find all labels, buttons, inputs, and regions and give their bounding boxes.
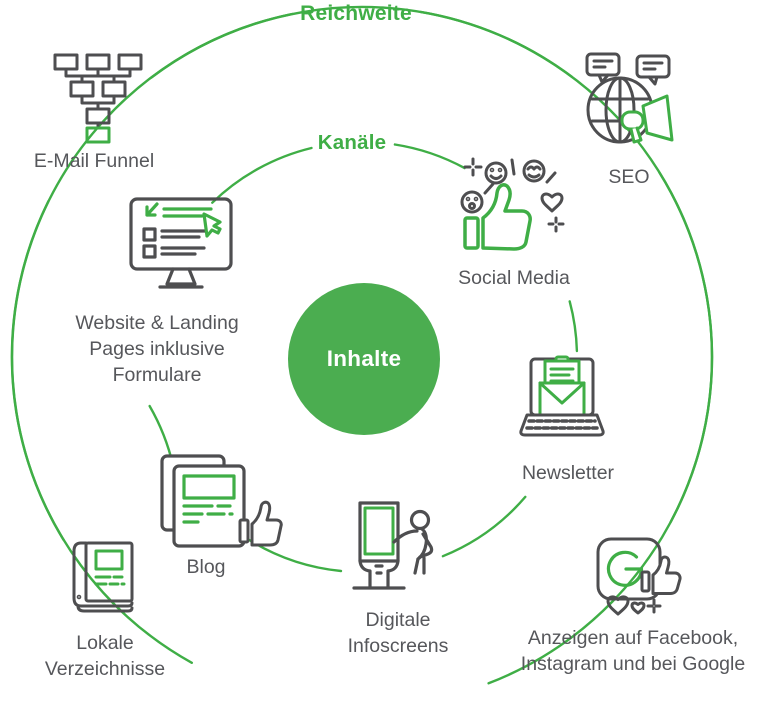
social-media-label: Social Media bbox=[458, 267, 570, 289]
directory-book-icon bbox=[70, 540, 142, 618]
blog-label: Blog bbox=[186, 556, 226, 578]
outer-arc-top-left bbox=[150, 12, 294, 79]
seo-label: SEO bbox=[608, 166, 650, 188]
outer-ring-title: Reichweite bbox=[300, 2, 412, 25]
globe-megaphone-icon bbox=[575, 50, 683, 150]
digitale-infoscreens-label: Digitale Infoscreens bbox=[347, 609, 449, 657]
center-inhalte-circle: Inhalte bbox=[288, 283, 440, 435]
funnel-flowchart-icon bbox=[52, 52, 144, 144]
outer-arc-top-right bbox=[419, 10, 573, 78]
lokale-verzeichnisse-label: Lokale Verzeichnisse bbox=[44, 632, 166, 680]
email-funnel-label: E-Mail Funnel bbox=[33, 150, 155, 172]
inner-arc-top-left bbox=[211, 146, 313, 204]
center-label: Inhalte bbox=[326, 346, 402, 371]
laptop-envelope-icon bbox=[514, 355, 610, 449]
outer-arc-left bbox=[10, 200, 65, 542]
anzeigen-label: Anzeigen auf Facebook, Instagram und bei… bbox=[520, 627, 746, 675]
website-label: Website & Landing Pages inklusive Formul… bbox=[75, 312, 239, 386]
google-ads-reactions-icon bbox=[590, 536, 686, 618]
newsletter-label: Newsletter bbox=[521, 462, 615, 484]
inner-arc-bottom-right bbox=[441, 495, 527, 558]
thumbs-up-reactions-icon bbox=[455, 156, 570, 266]
inner-arc-right bbox=[568, 300, 579, 353]
kiosk-person-icon bbox=[336, 500, 448, 604]
inner-arc-top-right bbox=[393, 143, 466, 170]
inner-ring-title: Kanäle bbox=[317, 131, 387, 154]
monitor-checklist-icon bbox=[116, 196, 246, 304]
documents-thumbs-up-icon bbox=[156, 452, 288, 554]
